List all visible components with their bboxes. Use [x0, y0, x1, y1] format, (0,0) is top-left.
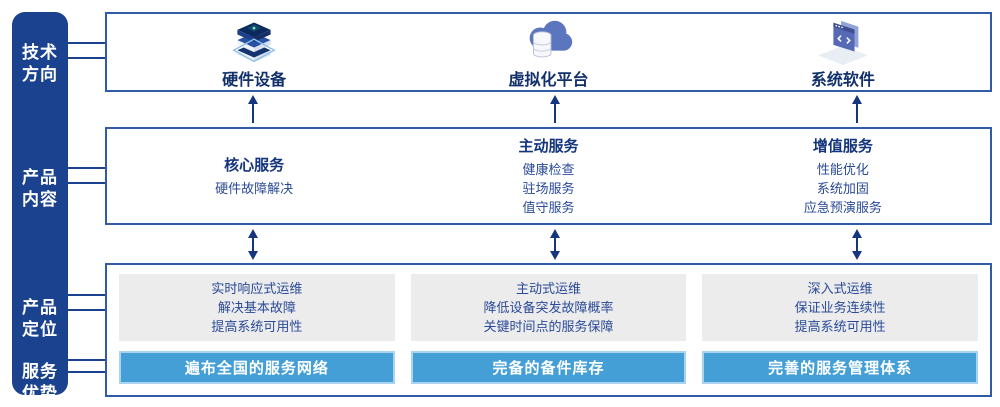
positioning-panel: 实时响应式运维 解决基本故障 提高系统可用性 [119, 274, 395, 341]
service-col-active: 主动服务 健康检查 驻场服务 值守服务 [401, 129, 695, 223]
positioning-line: 提高系统可用性 [211, 319, 303, 334]
positioning-line: 保证业务连续性 [794, 300, 886, 315]
product-content-box: 核心服务 硬件故障解决 主动服务 健康检查 驻场服务 值守服务 增值服务 性能优… [105, 127, 992, 225]
service-item: 值守服务 [522, 200, 575, 215]
positioning-line: 关键时间点的服务保障 [483, 319, 614, 334]
tech-item-virtualization: 虚拟化平台 [401, 14, 695, 90]
arrowhead-up [852, 229, 862, 238]
rail-label-line: 优势 [22, 384, 58, 403]
tech-direction-box: 硬件设备 虚拟化平台 [105, 12, 992, 92]
arrowhead-up [852, 95, 862, 104]
arrow-stem [252, 238, 254, 251]
connector-line [66, 42, 107, 44]
arrow-double [550, 229, 560, 260]
rail-label-line: 定位 [22, 320, 58, 339]
server-stack-icon [232, 22, 276, 62]
arrow-up [852, 95, 862, 123]
arrow-up [248, 95, 258, 123]
connector-line [66, 57, 107, 59]
positioning-col-indepth: 深入式运维 保证业务连续性 提高系统可用性 完善的服务管理体系 [702, 274, 979, 384]
sidebar-rail: 技术 方向 产品 内容 产品 定位 服务 优势 [12, 12, 68, 403]
rail-label-line: 技术 [22, 43, 58, 62]
rail-label-line: 方向 [22, 65, 58, 84]
arrowhead-down [550, 251, 560, 260]
arrow-stem [252, 104, 254, 123]
service-title: 核心服务 [224, 157, 285, 174]
arrow-stem [554, 238, 556, 251]
rail-label-service-advantage: 服务 优势 [12, 361, 68, 405]
arrow-stem [554, 104, 556, 123]
arrowhead-down [852, 251, 862, 260]
positioning-col-proactive: 主动式运维 降低设备突发故障概率 关键时间点的服务保障 完备的备件库存 [410, 274, 687, 384]
arrow-stem [856, 104, 858, 123]
positioning-line: 提高系统可用性 [794, 319, 886, 334]
rail-label-product-content: 产品 内容 [12, 167, 68, 211]
positioning-line: 主动式运维 [516, 281, 582, 296]
connector-line [66, 309, 107, 311]
advantage-banner: 完备的备件库存 [410, 351, 687, 384]
connector-line [66, 182, 107, 184]
arrowhead-up [550, 229, 560, 238]
service-item: 性能优化 [816, 162, 869, 177]
arrow-stem [856, 238, 858, 251]
rail-label-line: 产品 [22, 168, 58, 187]
rail-label-line: 内容 [22, 190, 58, 209]
arrowhead-up [248, 95, 258, 104]
rail-label-product-positioning: 产品 定位 [12, 297, 68, 341]
positioning-panel: 主动式运维 降低设备突发故障概率 关键时间点的服务保障 [410, 274, 687, 341]
tech-item-label: 硬件设备 [222, 71, 287, 89]
service-item: 系统加固 [816, 181, 869, 196]
rail-label-line: 产品 [22, 298, 58, 317]
tech-item-label: 系统软件 [810, 71, 875, 89]
positioning-line: 实时响应式运维 [211, 281, 303, 296]
service-item: 健康检查 [522, 162, 575, 177]
arrow-double [248, 229, 258, 260]
service-item: 应急预演服务 [803, 200, 882, 215]
service-title: 主动服务 [518, 138, 579, 155]
positioning-col-realtime: 实时响应式运维 解决基本故障 提高系统可用性 遍布全国的服务网络 [119, 274, 395, 384]
service-item: 驻场服务 [522, 181, 575, 196]
arrow-double [852, 229, 862, 260]
rail-label-line: 服务 [22, 362, 58, 381]
connector-line [66, 371, 107, 373]
arrowhead-up [550, 95, 560, 104]
tech-item-hardware: 硬件设备 [107, 14, 401, 90]
connector-line [66, 294, 107, 296]
arrowhead-down [248, 251, 258, 260]
service-col-value-added: 增值服务 性能优化 系统加固 应急预演服务 [696, 129, 990, 223]
arrow-up [550, 95, 560, 123]
connector-line [66, 359, 107, 361]
service-title: 增值服务 [812, 138, 873, 155]
product-positioning-box: 实时响应式运维 解决基本故障 提高系统可用性 遍布全国的服务网络 主动式运维 降… [105, 263, 992, 397]
advantage-banner: 完善的服务管理体系 [702, 351, 979, 384]
arrowhead-up [248, 229, 258, 238]
cloud-database-icon [530, 20, 573, 57]
positioning-line: 解决基本故障 [217, 300, 296, 315]
positioning-panel: 深入式运维 保证业务连续性 提高系统可用性 [702, 274, 979, 341]
tech-item-software: 系统软件 [696, 14, 990, 90]
connector-line [66, 167, 107, 169]
positioning-line: 降低设备突发故障概率 [483, 300, 614, 315]
code-window-icon [817, 20, 868, 65]
positioning-line: 深入式运维 [807, 281, 873, 296]
service-col-core: 核心服务 硬件故障解决 [107, 129, 401, 223]
advantage-banner: 遍布全国的服务网络 [119, 351, 395, 384]
service-item: 硬件故障解决 [215, 181, 294, 196]
tech-item-label: 虚拟化平台 [508, 71, 589, 89]
rail-label-tech-direction: 技术 方向 [12, 42, 68, 86]
